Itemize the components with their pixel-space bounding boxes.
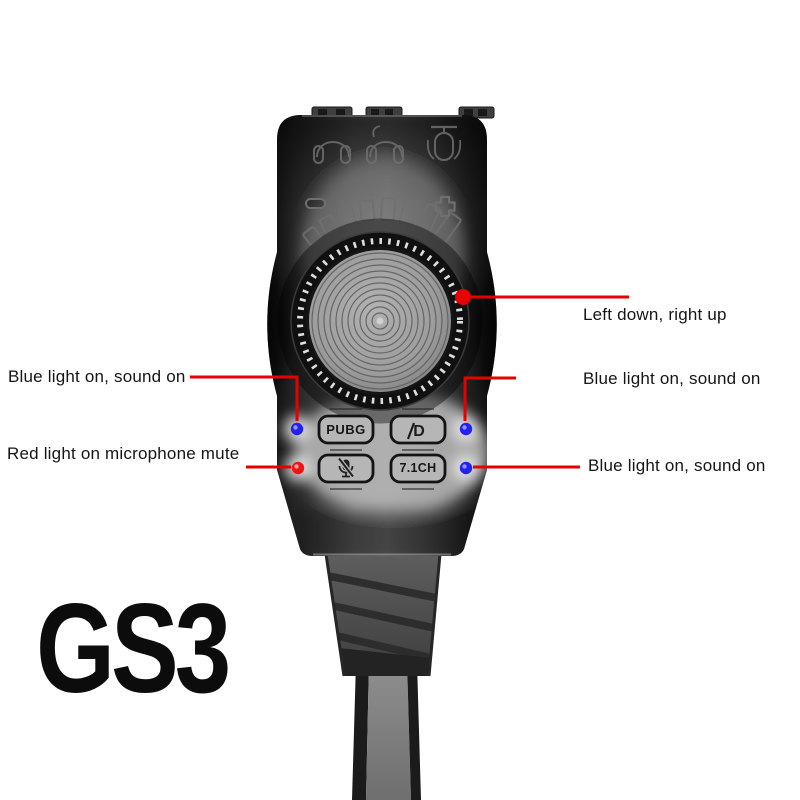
- volume-dial: [277, 218, 483, 424]
- headset-with-mic-icon: [366, 125, 404, 164]
- button-panel: D: [317, 414, 447, 484]
- volume-scale: [302, 197, 462, 246]
- usb-cable: [352, 662, 421, 800]
- sound-mode-d-icon: D: [406, 422, 425, 440]
- callout-dot-dial: [455, 289, 471, 305]
- label-dial-direction: Left down, right up: [583, 305, 727, 324]
- minus-icon: [305, 198, 326, 209]
- channel-button-label: 7.1CH: [399, 461, 437, 475]
- headphone-icon: [313, 141, 351, 164]
- callout-line-right-sound: [463, 376, 516, 421]
- label-right-sound: Blue light on, sound on: [583, 369, 761, 388]
- sound-mode-button: [389, 414, 447, 445]
- status-leds: [290, 422, 473, 475]
- label-channel-sound: Blue light on, sound on: [588, 456, 766, 475]
- pubg-button: [317, 414, 375, 445]
- pubg-button-label: PUBG: [326, 422, 366, 437]
- microphone-icon: [426, 125, 462, 161]
- model-name: GS3: [36, 577, 231, 719]
- label-left-sound: Blue light on, sound on: [8, 367, 186, 386]
- cable-strain-relief: [324, 553, 442, 677]
- mic-mute-icon: [336, 456, 356, 479]
- button-panel-lines: [330, 408, 434, 490]
- label-mic-mute: Red light on microphone mute: [7, 444, 240, 463]
- callout-line-left-sound: [190, 375, 299, 421]
- svg-text:D: D: [413, 423, 425, 440]
- channel-71-button: [389, 453, 447, 484]
